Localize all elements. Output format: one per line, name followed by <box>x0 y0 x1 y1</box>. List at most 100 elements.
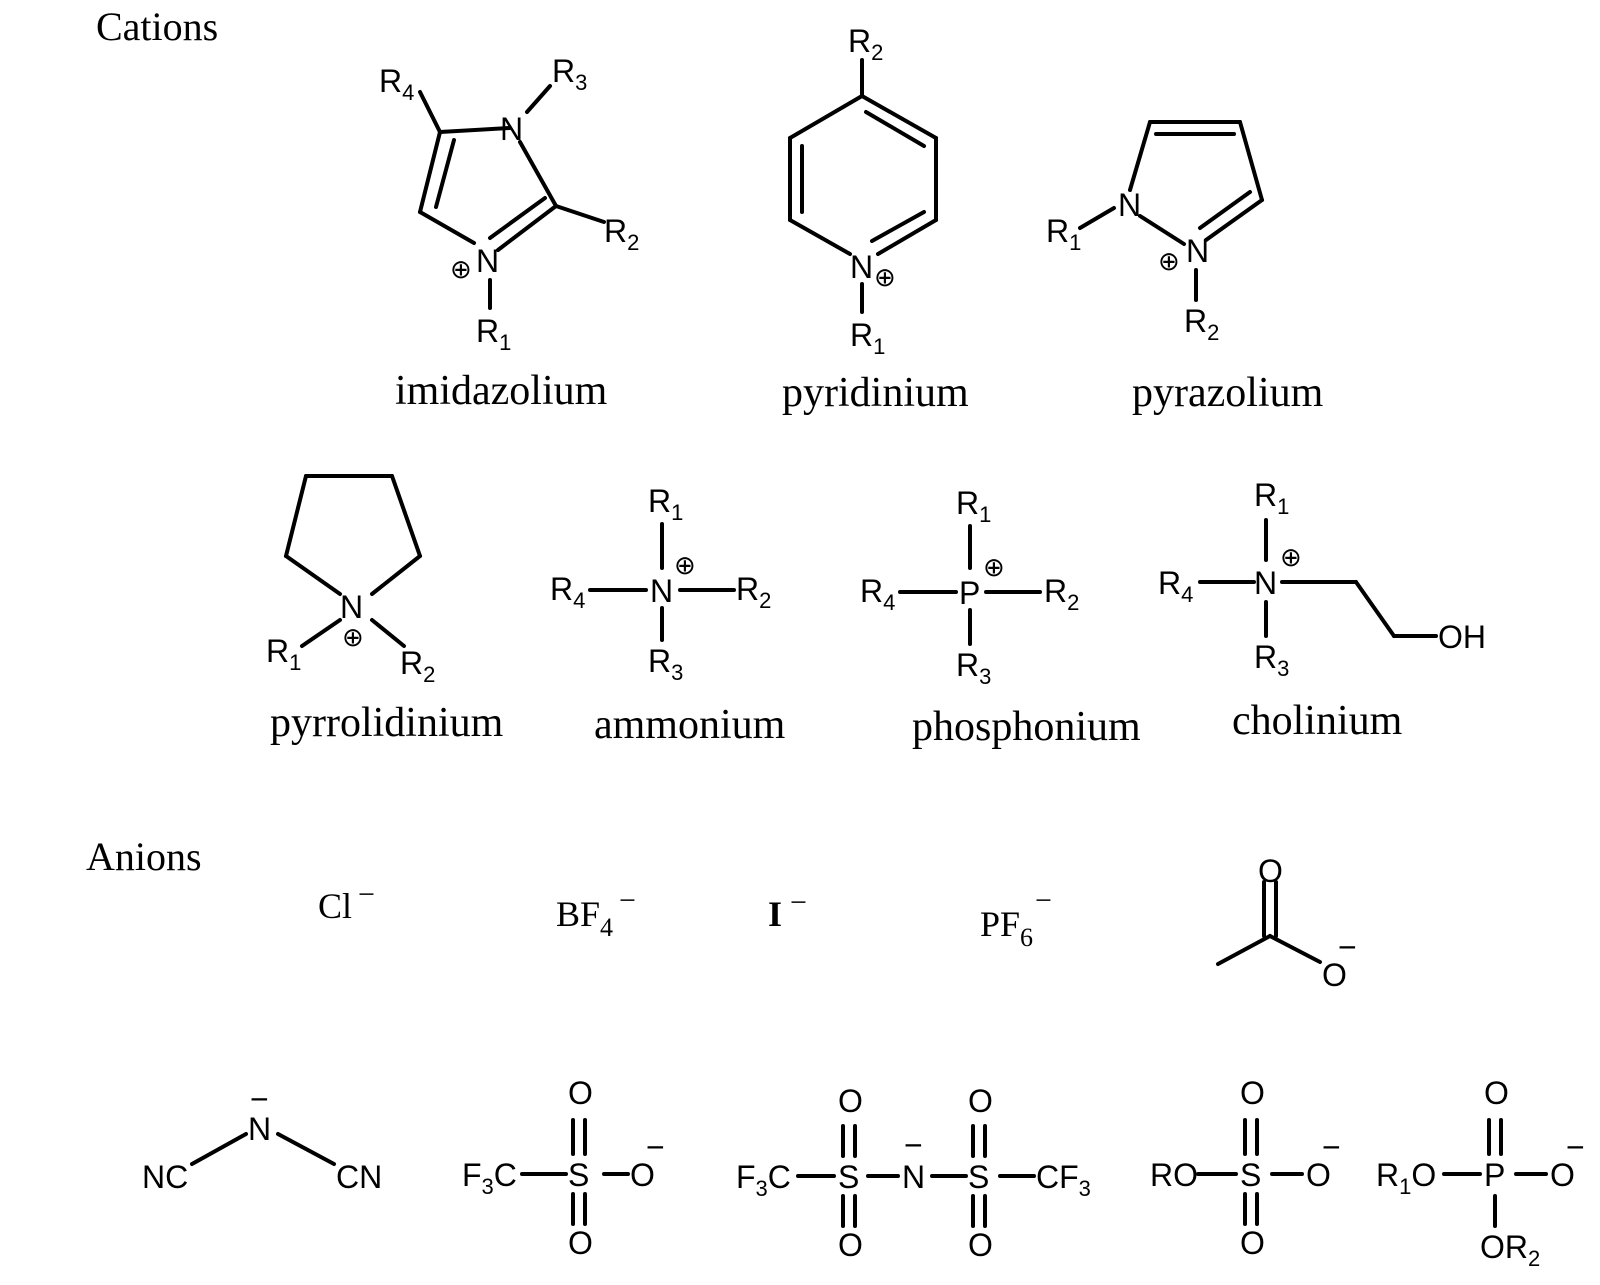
svg-text:S: S <box>968 1159 989 1195</box>
anion-triflate: F3C S O − O O <box>462 1075 665 1261</box>
svg-text:R2: R2 <box>1184 303 1219 345</box>
svg-text:CN: CN <box>336 1159 382 1195</box>
svg-text:R1: R1 <box>476 313 511 355</box>
svg-text:−: − <box>1566 1129 1585 1165</box>
svg-text:R2: R2 <box>1044 573 1079 615</box>
svg-text:S: S <box>1240 1157 1261 1193</box>
svg-text:N: N <box>650 573 673 609</box>
section-title-anions: Anions <box>86 834 202 879</box>
svg-text:R1: R1 <box>648 483 683 525</box>
svg-text:O: O <box>1484 1075 1509 1111</box>
ammonium-structure: N ⊕ R1 R4 R2 R3 <box>550 483 771 685</box>
label-cholinium: cholinium <box>1232 698 1403 744</box>
phosphonium-structure: P ⊕ R1 R4 R2 R3 <box>860 485 1079 689</box>
svg-text:R1: R1 <box>1046 213 1081 255</box>
svg-text:S: S <box>568 1157 589 1193</box>
label-pyridinium: pyridinium <box>782 370 969 416</box>
svg-text:R1O: R1O <box>1376 1157 1436 1199</box>
svg-text:R2: R2 <box>848 23 883 65</box>
svg-text:N: N <box>850 249 873 285</box>
svg-text:⊕: ⊕ <box>450 254 472 284</box>
svg-text:⊕: ⊕ <box>1280 542 1302 572</box>
anion-chloride: Cl− <box>318 878 375 926</box>
svg-text:OH: OH <box>1438 619 1486 655</box>
svg-text:R3: R3 <box>956 647 991 689</box>
imidazolium-structure: N N ⊕ R4 R3 R2 R1 <box>379 53 639 355</box>
pyrazolium-structure: N N ⊕ R1 R2 <box>1046 120 1264 345</box>
anion-dialkyl-phosphate: R1O P O OR2 O − <box>1376 1075 1585 1271</box>
label-phosphonium: phosphonium <box>912 704 1141 750</box>
svg-text:R3: R3 <box>552 53 587 95</box>
svg-text:−: − <box>1322 1129 1341 1165</box>
svg-text:R3: R3 <box>648 643 683 685</box>
label-pyrazolium: pyrazolium <box>1132 370 1324 416</box>
svg-text:−: − <box>1338 929 1357 965</box>
svg-text:R1: R1 <box>1254 477 1289 519</box>
svg-text:O: O <box>1258 853 1283 889</box>
svg-text:N: N <box>902 1159 925 1195</box>
svg-text:R4: R4 <box>1158 565 1193 607</box>
label-ammonium: ammonium <box>594 702 786 748</box>
svg-text:OR2: OR2 <box>1480 1229 1540 1271</box>
svg-text:R4: R4 <box>379 63 414 105</box>
anion-tetrafluoroborate: BF4− <box>556 884 636 942</box>
svg-text:P: P <box>959 575 980 611</box>
svg-text:F3C: F3C <box>736 1159 791 1201</box>
svg-text:N: N <box>1254 565 1277 601</box>
section-title-cations: Cations <box>96 4 218 49</box>
svg-text:⊕: ⊕ <box>874 262 896 292</box>
svg-text:N: N <box>340 589 363 625</box>
svg-text:−: − <box>646 1129 665 1165</box>
label-pyrrolidinium: pyrrolidinium <box>270 700 504 746</box>
svg-text:O: O <box>968 1227 993 1263</box>
svg-text:NC: NC <box>142 1159 188 1195</box>
anion-alkyl-sulfate: RO S O O O − <box>1150 1075 1341 1261</box>
svg-text:⊕: ⊕ <box>983 552 1005 582</box>
svg-text:O: O <box>968 1083 993 1119</box>
svg-text:N: N <box>476 243 499 279</box>
svg-text:⊕: ⊕ <box>674 550 696 580</box>
anion-acetate: O O − <box>1216 853 1357 993</box>
svg-text:R1: R1 <box>850 317 885 359</box>
svg-text:N: N <box>1186 233 1209 269</box>
pyridinium-structure: N ⊕ R2 R1 <box>788 23 938 359</box>
svg-text:⊕: ⊕ <box>342 622 364 652</box>
svg-text:O: O <box>838 1227 863 1263</box>
svg-text:O: O <box>838 1083 863 1119</box>
svg-text:N: N <box>500 111 523 147</box>
svg-text:O: O <box>1306 1157 1331 1193</box>
svg-text:O: O <box>568 1225 593 1261</box>
svg-text:O: O <box>1240 1075 1265 1111</box>
svg-text:N: N <box>248 1111 271 1147</box>
svg-text:−: − <box>250 1081 269 1117</box>
svg-text:R4: R4 <box>860 573 895 615</box>
pyrrolidinium-structure: N ⊕ R1 R2 <box>266 474 435 687</box>
svg-text:O: O <box>568 1075 593 1111</box>
label-imidazolium: imidazolium <box>395 368 608 414</box>
svg-text:O: O <box>630 1157 655 1193</box>
svg-text:⊕: ⊕ <box>1158 246 1180 276</box>
svg-text:R2: R2 <box>736 571 771 613</box>
anion-hexafluorophosphate: PF6− <box>980 884 1052 952</box>
svg-text:O: O <box>1550 1157 1575 1193</box>
svg-text:R3: R3 <box>1254 639 1289 681</box>
svg-text:F3C: F3C <box>462 1157 517 1199</box>
svg-text:O: O <box>1240 1225 1265 1261</box>
anion-bistriflimide: F3C S O O N − S O O CF3 <box>736 1083 1091 1263</box>
anion-iodide: I− <box>768 886 807 934</box>
svg-text:P: P <box>1484 1157 1505 1193</box>
svg-text:R1: R1 <box>956 485 991 527</box>
svg-text:R2: R2 <box>604 213 639 255</box>
svg-text:N: N <box>1118 187 1141 223</box>
cholinium-structure: N ⊕ R1 R4 R3 OH <box>1158 477 1486 681</box>
svg-text:R1: R1 <box>266 633 301 675</box>
anion-dicyanamide: NC N − CN <box>142 1081 382 1195</box>
svg-text:O: O <box>1322 957 1347 993</box>
svg-text:RO: RO <box>1150 1157 1198 1193</box>
svg-text:R2: R2 <box>400 645 435 687</box>
svg-text:S: S <box>838 1159 859 1195</box>
svg-text:R4: R4 <box>550 571 585 613</box>
svg-text:−: − <box>904 1127 923 1163</box>
svg-text:CF3: CF3 <box>1036 1159 1091 1201</box>
